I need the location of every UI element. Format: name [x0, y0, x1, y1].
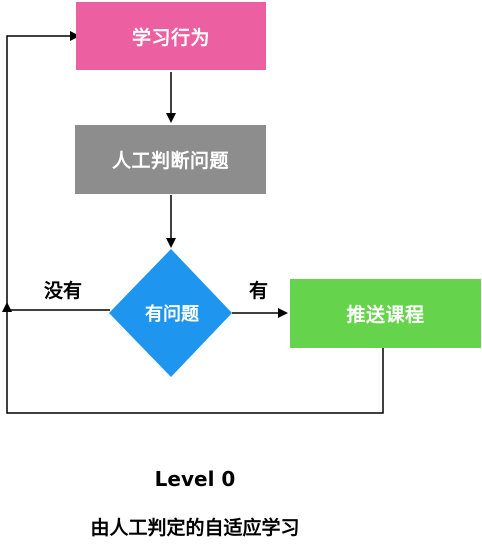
edge-label-yes: 有 [249, 280, 269, 302]
push-course-node: 推送课程 [290, 279, 481, 348]
decision-label: 有问题 [145, 304, 199, 325]
human-judgment-node: 人工判断问题 [75, 125, 266, 194]
edge-label-no: 没有 [44, 280, 83, 302]
line-push-return-loop [1, 302, 384, 414]
line-loop-to-behavior [6, 31, 80, 310]
caption-subtitle: 由人工判定的自适应学习 [90, 517, 300, 539]
learning-behavior-node: 学习行为 [76, 2, 266, 70]
decision-diamond [109, 249, 232, 377]
human-judgment-label: 人工判断问题 [111, 150, 229, 172]
push-course-label: 推送课程 [346, 304, 425, 326]
caption-level: Level 0 [154, 467, 236, 491]
learning-behavior-label: 学习行为 [131, 26, 210, 49]
